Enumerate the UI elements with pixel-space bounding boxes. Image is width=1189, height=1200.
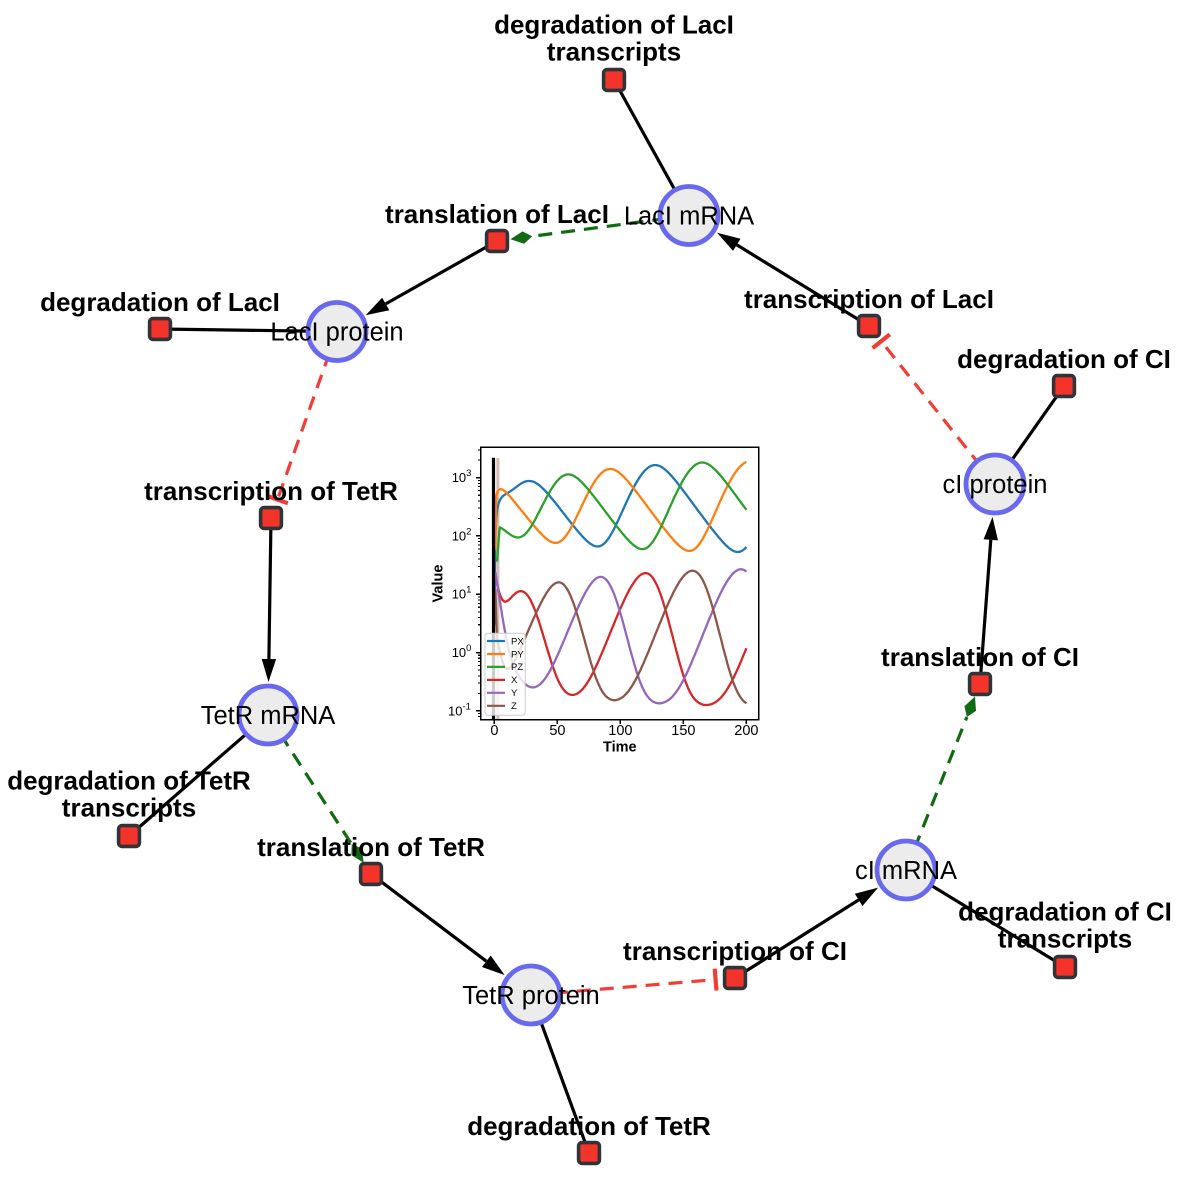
svg-text:Time: Time [603,740,637,756]
svg-text:Value: Value [431,565,447,603]
svg-text:degradation of LacI: degradation of LacI [494,10,734,40]
svg-text:TetR mRNA: TetR mRNA [201,702,336,730]
svg-text:translation of LacI: translation of LacI [385,199,609,229]
svg-text:Z: Z [511,701,517,712]
svg-text:transcription of CI: transcription of CI [623,936,847,966]
svg-text:PZ: PZ [511,662,523,673]
svg-text:200: 200 [734,723,758,739]
svg-text:translation of CI: translation of CI [881,642,1079,672]
svg-text:LacI protein: LacI protein [270,319,403,347]
svg-text:PX: PX [511,636,524,647]
svg-text:LacI mRNA: LacI mRNA [624,203,754,231]
svg-text:150: 150 [671,723,695,739]
svg-text:degradation of CI: degradation of CI [958,897,1172,927]
svg-text:TetR protein: TetR protein [462,982,600,1010]
svg-text:Y: Y [511,688,518,699]
svg-text:translation of TetR: translation of TetR [257,832,485,862]
svg-text:cI protein: cI protein [943,471,1048,499]
svg-text:transcription of LacI: transcription of LacI [744,284,994,314]
svg-text:transcripts: transcripts [547,37,681,67]
svg-text:X: X [511,675,518,686]
svg-text:degradation of LacI: degradation of LacI [40,287,280,317]
svg-text:degradation of CI: degradation of CI [957,344,1171,374]
svg-text:PY: PY [511,649,524,660]
svg-text:100: 100 [608,723,632,739]
svg-text:cI mRNA: cI mRNA [855,857,957,885]
svg-text:0: 0 [490,723,498,739]
svg-text:transcription of TetR: transcription of TetR [144,476,398,506]
svg-text:transcripts: transcripts [998,924,1132,954]
svg-text:degradation of TetR: degradation of TetR [467,1111,711,1141]
svg-text:degradation of TetR: degradation of TetR [7,766,251,796]
svg-text:transcripts: transcripts [62,793,196,823]
svg-text:50: 50 [549,723,565,739]
